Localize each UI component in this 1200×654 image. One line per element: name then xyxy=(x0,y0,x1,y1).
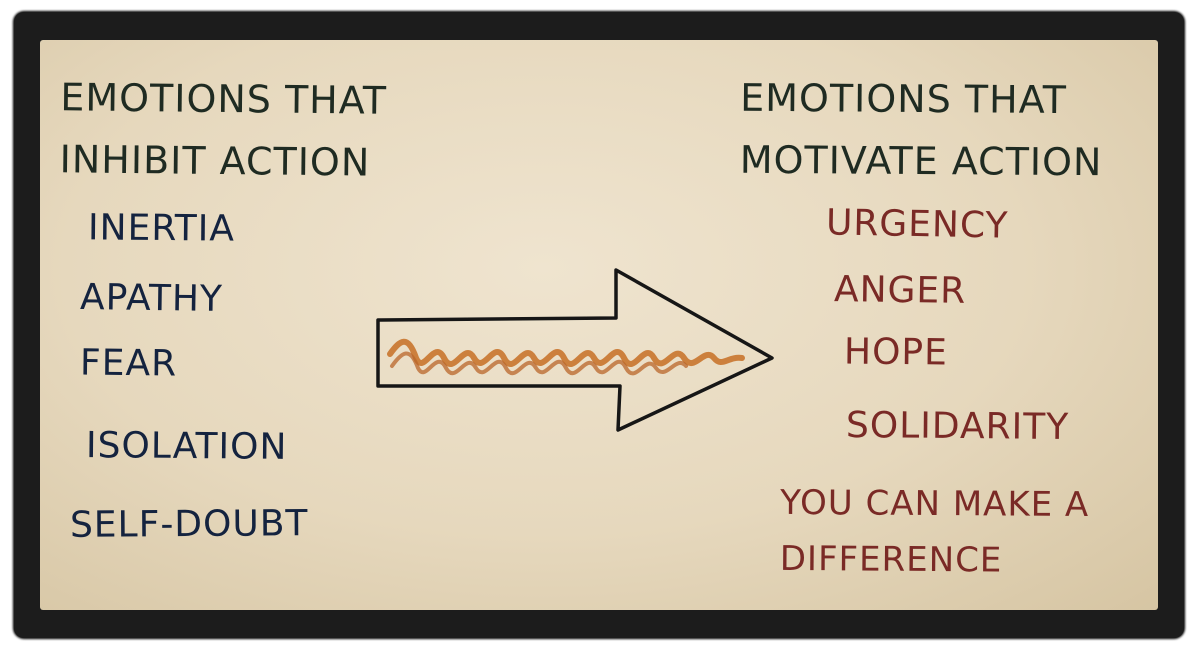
list-item-urgency: URGENCY xyxy=(825,202,1009,247)
list-item-you-can-make-a-difference: YOU CAN MAKE A DIFFERENCE xyxy=(779,482,1090,581)
motivate-heading: EMOTIONS THAT MOTIVATE ACTION xyxy=(739,75,1103,185)
list-item-fear: FEAR xyxy=(79,342,178,385)
list-item-self-doubt: SELF-DOUBT xyxy=(69,503,309,546)
list-item-solidarity: SOLIDARITY xyxy=(845,405,1070,448)
inhibit-heading: EMOTIONS THAT INHIBIT ACTION xyxy=(59,75,388,185)
list-item-hope: HOPE xyxy=(843,331,949,374)
list-item-isolation: ISOLATION xyxy=(85,425,288,468)
list-item-inertia: INERTIA xyxy=(87,207,236,250)
list-item-apathy: APATHY xyxy=(79,277,224,320)
list-item-anger: ANGER xyxy=(833,269,967,312)
whiteboard-paper: EMOTIONS THAT INHIBIT ACTION EMOTIONS TH… xyxy=(40,40,1158,610)
right-arrow-icon xyxy=(376,268,774,432)
